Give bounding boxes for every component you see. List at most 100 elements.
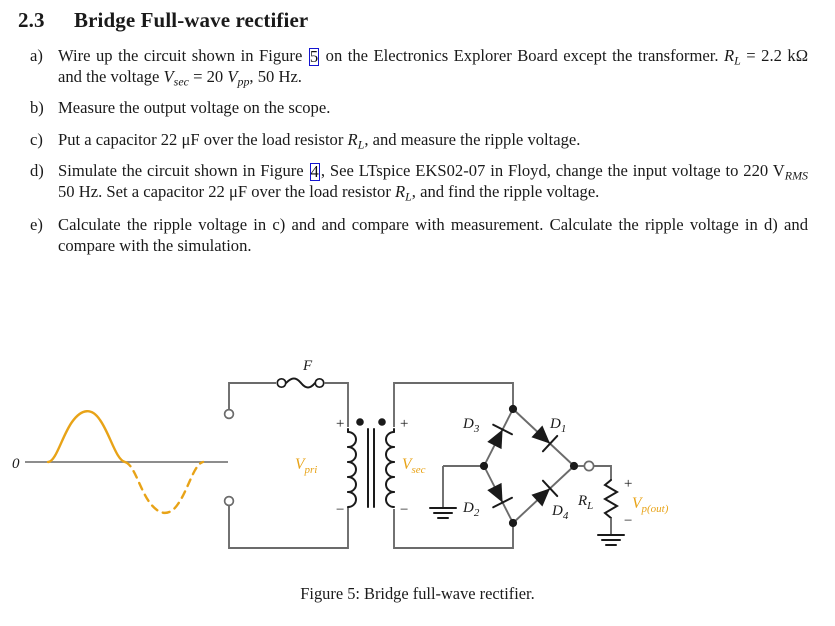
- primary-top-wire-left: [228, 382, 276, 410]
- fuse-terminal-right: [314, 377, 325, 389]
- output-minus: −: [623, 513, 633, 529]
- item-d-part4: , and find the ripple voltage.: [411, 181, 600, 201]
- output-plus: +: [623, 476, 633, 492]
- symbol-rl-d-sub: L: [405, 188, 412, 203]
- list-item-a-text: Wire up the circuit shown in Figure 5 on…: [58, 46, 808, 87]
- diode-d4-bar: [541, 479, 559, 498]
- transformer-primary-winding: [347, 428, 357, 508]
- symbol-vpp-sub: pp: [237, 73, 250, 88]
- item-d-part2: , See LTspice EKS02-07 in Floyd, change …: [320, 161, 769, 180]
- list-marker-a: a): [30, 46, 43, 65]
- diode-d2-bar: [492, 496, 513, 509]
- load-resistor-symbol: [603, 479, 619, 519]
- input-terminal-bottom: [223, 495, 235, 507]
- waveform-positive-half: [46, 410, 127, 464]
- symbol-rl-sub: L: [734, 53, 741, 68]
- transformer-primary-dot: [356, 418, 364, 426]
- diode-d4-symbol: [531, 479, 559, 507]
- output-load-group: [578, 460, 625, 546]
- secondary-minus: −: [399, 502, 409, 518]
- v-pri-label: Vpri: [295, 456, 317, 476]
- fuse-terminal-left: [276, 377, 287, 389]
- input-terminal-top: [223, 408, 235, 420]
- list-item-e-text: Calculate the ripple voltage in c) and a…: [58, 215, 808, 255]
- secondary-circuit-group: [393, 382, 514, 549]
- list-item-e: e) Calculate the ripple voltage in c) an…: [30, 215, 808, 256]
- list-item-d: d) Simulate the circuit shown in Figure …: [30, 161, 808, 202]
- item-d-part3: 50 Hz. Set a capacitor 22 μF over the lo…: [58, 181, 391, 201]
- fuse-wire-squiggle: [285, 377, 316, 389]
- item-c-part2: , and measure the ripple voltage.: [364, 129, 581, 149]
- diode-d3-triangle: [487, 429, 503, 450]
- diode-d3-symbol: [487, 423, 513, 450]
- transformer-secondary-winding: [385, 428, 395, 508]
- v-sec-label: Vsec: [402, 456, 426, 476]
- diode-d3-label: D3: [462, 416, 480, 435]
- symbol-vsec: V: [163, 66, 174, 86]
- figure-xref-4[interactable]: 4: [309, 162, 320, 182]
- list-marker-c: c): [30, 129, 43, 149]
- fuse-label: F: [302, 358, 313, 374]
- input-waveform-group: [25, 410, 228, 515]
- diode-d4-triangle: [531, 488, 551, 507]
- item-a-eq-rl: = 2.2 kΩ and the voltage: [58, 46, 809, 86]
- section-number: 2.3: [18, 8, 45, 32]
- diode-d4-label: D4: [551, 503, 569, 522]
- bridge-node-left: [479, 461, 489, 471]
- bridge-node-top: [508, 404, 518, 414]
- primary-circuit-group: F: [223, 358, 349, 549]
- fuse-symbol: [276, 377, 325, 389]
- item-a-part1: Wire up the circuit shown in Figure: [58, 46, 303, 65]
- list-item-c: c) Put a capacitor 22 μF over the load r…: [30, 130, 808, 151]
- list-item-a: a) Wire up the circuit shown in Figure 5…: [30, 46, 808, 87]
- primary-plus: +: [335, 416, 345, 432]
- transformer-symbol: + − + −: [335, 416, 409, 518]
- diode-d1-label: D1: [549, 416, 566, 435]
- section-title-text: Bridge Full-wave rectifier: [74, 8, 309, 32]
- figure-xref-5[interactable]: 5: [308, 47, 320, 67]
- output-terminal: [583, 460, 595, 472]
- symbol-vrms-sub: RMS: [784, 168, 808, 183]
- ground-symbol-output: [597, 534, 625, 546]
- primary-minus: −: [335, 502, 345, 518]
- diode-d1-triangle: [531, 425, 551, 444]
- diode-d1-bar: [541, 434, 559, 453]
- task-list: a) Wire up the circuit shown in Figure 5…: [30, 46, 808, 256]
- symbol-vsec-sub: sec: [173, 73, 189, 88]
- output-top-wire: [594, 465, 612, 480]
- primary-bottom-wire: [228, 505, 349, 549]
- list-marker-b: b): [30, 98, 44, 117]
- waveform-negative-half: [123, 460, 205, 515]
- transformer-secondary-dot: [378, 418, 386, 426]
- figure-caption: Figure 5: Bridge full-wave rectifier.: [300, 584, 535, 603]
- list-item-b-text: Measure the output voltage on the scope.: [58, 98, 331, 117]
- symbol-vrms: V: [772, 161, 785, 180]
- symbol-rl-c-sub: L: [357, 136, 365, 151]
- bridge-rectifier-group: [479, 404, 579, 528]
- secondary-top-wire: [393, 382, 514, 427]
- load-resistor-label: RL: [577, 493, 593, 512]
- list-item-b: b) Measure the output voltage on the sco…: [30, 98, 808, 119]
- symbol-vpp: V: [227, 66, 238, 86]
- list-marker-e: e): [30, 215, 43, 234]
- ground-symbol-secondary: [429, 507, 457, 519]
- diode-d1-symbol: [531, 425, 559, 453]
- v-out-label: Vp(out): [632, 495, 669, 515]
- list-marker-d: d): [30, 161, 44, 180]
- diode-d3-bar: [492, 423, 513, 436]
- diode-d2-symbol: [487, 482, 513, 509]
- waveform-zero-label: 0: [12, 456, 20, 472]
- primary-top-wire-right: [324, 382, 349, 427]
- item-a-tail: , 50 Hz.: [249, 66, 302, 86]
- item-c-part1: Put a capacitor 22 μF over the load resi…: [58, 129, 344, 149]
- item-a-part2: on the Electronics Explorer Board except…: [325, 46, 719, 65]
- bridge-node-right: [569, 461, 579, 471]
- secondary-plus: +: [399, 416, 409, 432]
- list-item-d-text: Simulate the circuit shown in Figure 4, …: [58, 161, 808, 202]
- item-a-eq-v: = 20: [193, 66, 224, 86]
- page-title: 2.3 Bridge Full-wave rectifier: [18, 8, 308, 33]
- diode-d2-triangle: [487, 482, 503, 503]
- symbol-rl-c: R: [347, 129, 358, 149]
- item-d-part1: Simulate the circuit shown in Figure: [58, 161, 304, 180]
